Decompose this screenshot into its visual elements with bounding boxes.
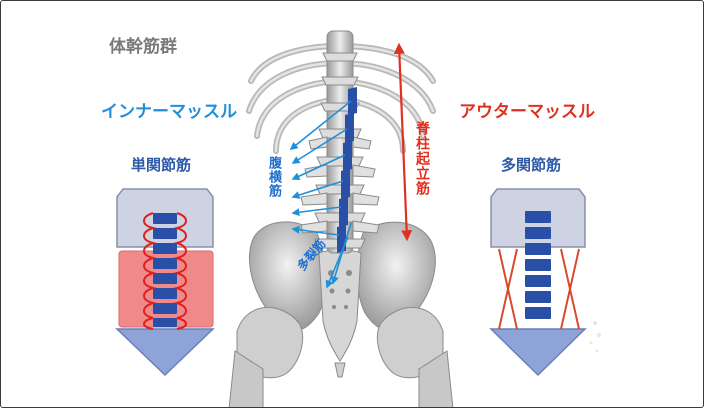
transversus-label: 腹横筋 xyxy=(266,156,281,198)
slide-title: 体幹筋群 xyxy=(109,37,177,57)
multi-joint-diagram xyxy=(489,188,587,377)
erector-spinae-arrow xyxy=(393,42,413,242)
erector-spinae-label: 脊柱起立筋 xyxy=(414,121,430,196)
transversus-arrows xyxy=(289,100,352,236)
outer-muscle-heading: アウターマッスル xyxy=(459,102,595,122)
multifidus-muscle-bars xyxy=(337,87,357,253)
inner-muscle-heading: インナーマッスル xyxy=(101,102,237,122)
single-joint-diagram xyxy=(115,188,215,377)
single-joint-label: 単関節筋 xyxy=(131,156,192,174)
multi-joint-label: 多関節筋 xyxy=(501,156,562,174)
decorative-dots xyxy=(589,321,601,353)
multifidus-arrows xyxy=(325,222,352,289)
